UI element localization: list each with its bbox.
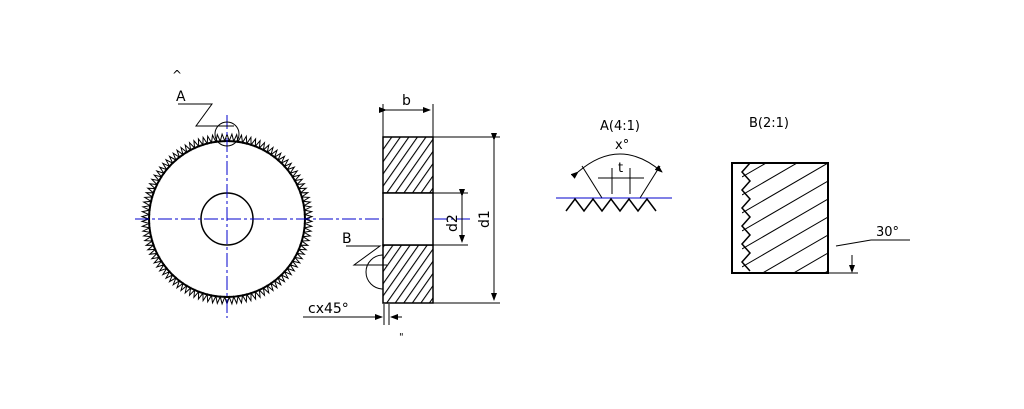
outer-diameter-label: d1 [477, 210, 493, 228]
detail-b-helix-line [742, 343, 828, 393]
detail-b-circle [365, 254, 384, 290]
detail-b-serrated-edge [740, 162, 752, 272]
detail-b-helix-line [792, 252, 828, 273]
view-b-label: B [342, 231, 352, 247]
detail-b-helix-line [742, 163, 768, 178]
chamfer-label: cx45° [308, 301, 349, 317]
detail-b-helix-line [742, 361, 828, 409]
detail-b-helix-line [742, 216, 828, 268]
detail-b-outline [731, 162, 829, 274]
detail-a-leader [178, 103, 234, 127]
detail-a-circle [214, 121, 240, 147]
detail-b-helix-line [742, 325, 828, 375]
detail-a-angle-label: x° [615, 138, 629, 153]
detail-b-helix-line [742, 55, 828, 105]
view-a-caret: ^ [172, 68, 182, 82]
upper-hatched-section [382, 136, 434, 194]
detail-b-helix-line [742, 163, 799, 196]
detail-a-tooth-profile [565, 197, 657, 213]
detail-b-helix-line [742, 163, 828, 214]
detail-a-pitch-label: t [618, 161, 623, 176]
detail-b-helix-line [742, 180, 828, 232]
detail-b-helix-lines [742, 55, 828, 409]
detail-b-helix-line [742, 198, 828, 250]
detail-b-angle-label: 30° [876, 225, 899, 240]
width-label: b [402, 93, 411, 109]
detail-b-title: B(2:1) [749, 116, 789, 131]
detail-b: B(2:1) 30° [731, 55, 910, 409]
detail-b-leader [346, 245, 387, 266]
detail-b-helix-line [823, 270, 828, 273]
detail-b-angle-leader [835, 239, 872, 247]
bore-diameter-label: d2 [445, 214, 461, 232]
bore-section [382, 192, 434, 246]
detail-b-helix-line [761, 234, 828, 273]
detail-b-helix-line [742, 289, 828, 339]
detail-a: A(4:1) x° t [556, 119, 672, 213]
chamfer-tick-mark: " [399, 332, 404, 343]
detail-b-helix-line [742, 307, 828, 357]
detail-a-angle-arc [570, 153, 663, 179]
side-view: b d1 d2 B cx45° " [303, 93, 500, 343]
detail-a-title: A(4:1) [600, 119, 640, 134]
lower-hatched-section [382, 244, 434, 304]
view-a-label: A [176, 89, 186, 105]
